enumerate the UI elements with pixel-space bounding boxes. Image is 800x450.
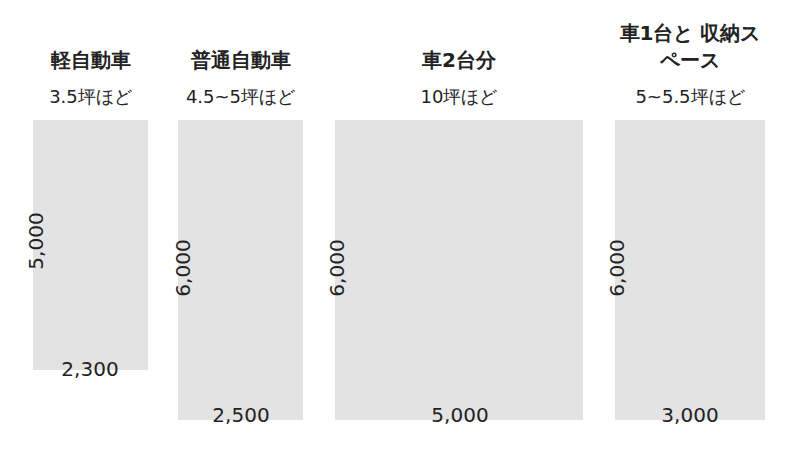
- dimension-label: 6,000: [326, 239, 348, 296]
- vehicle-type: 軽自動車: [0, 47, 191, 74]
- dimension-label: 5,000: [431, 404, 488, 426]
- bay-heading: 普通自動車 4.5~5坪ほど: [141, 47, 341, 108]
- dimension-label: 2,300: [61, 358, 118, 380]
- dimension-label: 6,000: [606, 239, 628, 296]
- bay-heading: 軽自動車 3.5坪ほど: [0, 47, 191, 108]
- vehicle-type: 車1台と 収納スペース: [615, 20, 765, 74]
- vehicle-type: 普通自動車: [141, 47, 341, 74]
- vehicle-type: 車2台分: [359, 47, 559, 74]
- dimension-label: 3,000: [661, 404, 718, 426]
- dimension-label: 6,000: [172, 239, 194, 296]
- area-size: 5~5.5坪ほど: [615, 86, 765, 108]
- bay-heading: 車1台と 収納スペース 5~5.5坪ほど: [615, 20, 765, 108]
- parking-bay: 車2台分10坪ほど: [335, 120, 583, 420]
- area-size: 4.5~5坪ほど: [141, 86, 341, 108]
- area-size: 3.5坪ほど: [0, 86, 191, 108]
- area-size: 10坪ほど: [359, 86, 559, 108]
- parking-bay: 車1台と 収納スペース5~5.5坪ほど: [615, 120, 765, 420]
- parking-bay: 軽自動車3.5坪ほど: [33, 120, 148, 370]
- parking-bay: 普通自動車4.5~5坪ほど: [178, 120, 303, 420]
- dimension-label: 5,000: [25, 212, 47, 269]
- bay-heading: 車2台分 10坪ほど: [359, 47, 559, 108]
- dimension-label: 2,500: [212, 404, 269, 426]
